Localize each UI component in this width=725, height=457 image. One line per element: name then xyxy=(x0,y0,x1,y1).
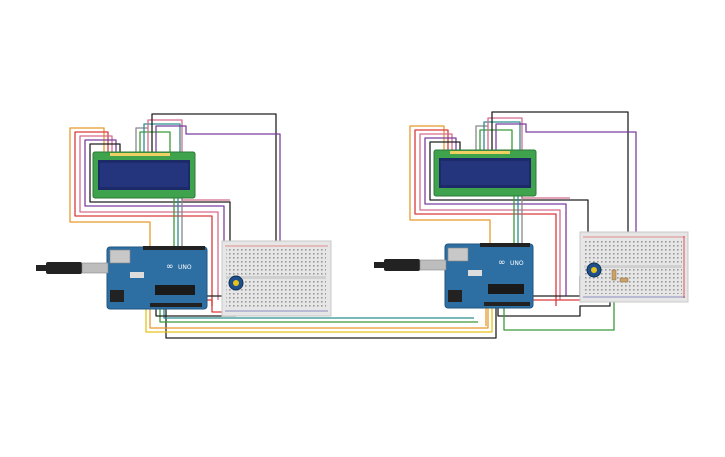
board-label: UNO xyxy=(510,260,524,267)
wire-black xyxy=(89,143,231,250)
wire-purple xyxy=(84,139,225,296)
arduino-logo-icon: ∞ xyxy=(498,258,506,268)
wire-green-loop xyxy=(503,290,615,331)
wire-black xyxy=(429,141,589,240)
wire-black-loop xyxy=(497,294,611,317)
wire-purple xyxy=(424,137,567,296)
circuit-left: ∞ UNO xyxy=(36,113,497,339)
wire-black-long xyxy=(151,113,277,262)
lcd-display-icon[interactable] xyxy=(92,151,196,199)
wire-pink xyxy=(79,135,219,300)
wire-teal xyxy=(143,123,181,152)
board-label: UNO xyxy=(178,264,192,271)
wire-purple-long xyxy=(155,125,281,262)
wire-pink-top xyxy=(487,117,570,199)
usb-plug-icon[interactable] xyxy=(36,262,109,274)
potentiometer-icon[interactable] xyxy=(228,275,244,291)
wire-teal-bus xyxy=(163,306,474,319)
breadboard-icon[interactable] xyxy=(221,240,332,317)
arduino-logo-icon: ∞ xyxy=(166,262,174,272)
resistor-icon[interactable] xyxy=(611,269,629,283)
wire-green xyxy=(139,131,171,152)
wire-pink-top xyxy=(147,119,230,201)
wire-green-bus xyxy=(159,306,478,323)
wire-pink xyxy=(419,133,561,300)
potentiometer-icon[interactable] xyxy=(586,262,602,278)
circuit-right: ∞ UNO xyxy=(374,111,689,331)
arduino-uno-board[interactable]: ∞ UNO xyxy=(106,246,208,310)
wire-purple-long xyxy=(495,123,637,240)
arduino-uno-board[interactable]: ∞ UNO xyxy=(444,243,534,309)
wire-black-long xyxy=(491,111,629,240)
wire-red xyxy=(74,131,213,306)
wire-teal xyxy=(483,121,521,150)
wire-yellow-bus xyxy=(145,306,493,333)
lcd-display-icon[interactable] xyxy=(433,149,537,197)
usb-plug-icon[interactable] xyxy=(374,259,447,271)
wire-bundle-left xyxy=(69,113,497,339)
wire-bundle-right xyxy=(409,111,637,331)
wire-red xyxy=(414,129,557,306)
wire-orange-bus xyxy=(149,306,489,329)
